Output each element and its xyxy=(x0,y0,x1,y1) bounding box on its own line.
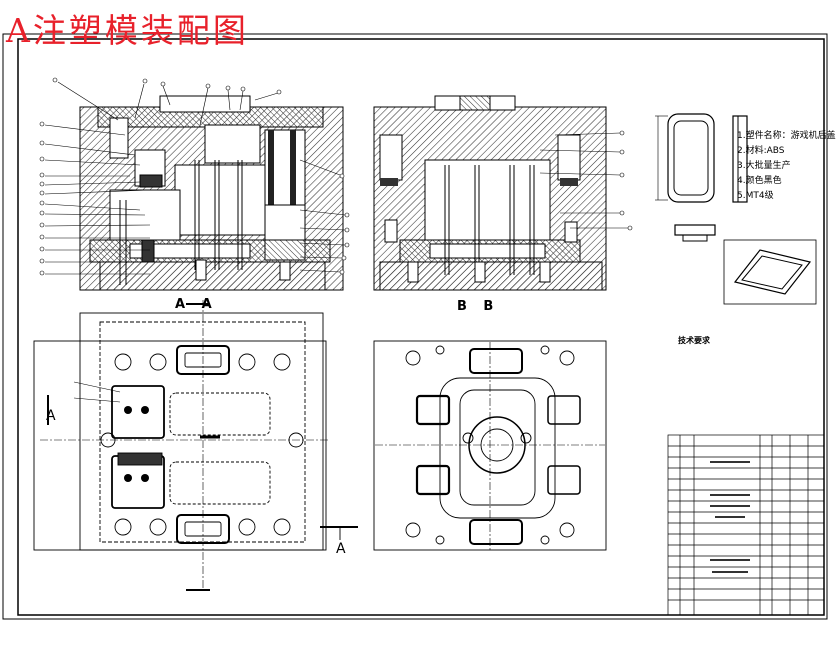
sheet-border xyxy=(2,33,828,620)
part-views xyxy=(655,113,817,305)
cut-label-a-bottom: A xyxy=(336,541,346,557)
section-label-bb: B B xyxy=(457,299,500,314)
cut-label-a: A xyxy=(46,408,56,424)
plan-view-left xyxy=(33,300,358,591)
note-material: 2.材料:ABS xyxy=(737,146,785,156)
section-view-bb xyxy=(373,95,633,291)
note-grade: 5.MT4级 xyxy=(737,191,774,201)
note-production: 3.大批量生产 xyxy=(737,161,791,171)
tech-requirements-title: 技术要求 xyxy=(678,336,710,345)
note-part-name: 1.塑件名称：游戏机后盖 xyxy=(737,131,836,141)
section-label-aa: A A xyxy=(175,297,218,312)
note-color: 4.颜色黑色 xyxy=(737,176,782,186)
drawing-title: A注塑模装配图 xyxy=(6,11,249,50)
title-block xyxy=(667,434,825,616)
plan-view-right xyxy=(373,340,607,551)
part-notes: 1.塑件名称：游戏机后盖 2.材料:ABS 3.大批量生产 4.颜色黑色 5.M… xyxy=(737,129,836,204)
section-view-aa xyxy=(39,77,350,291)
